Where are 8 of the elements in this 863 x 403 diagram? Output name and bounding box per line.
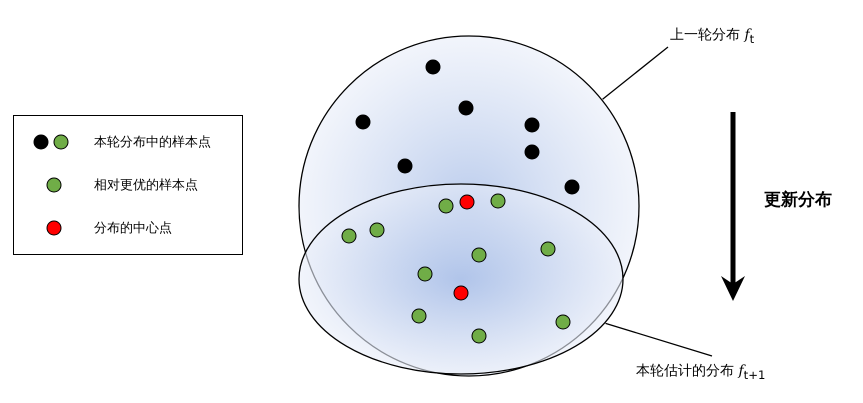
leader-line (602, 46, 668, 100)
leader-line (605, 322, 712, 357)
legend-text: 本轮分布中的样本点 (94, 134, 211, 151)
distribution-label: 上一轮分布 f$_{t}$ (670, 27, 754, 43)
legend-text: 相对更优的样本点 (94, 177, 198, 194)
distribution-label: 本轮估计的分布 f$_{t+1}$ (636, 363, 766, 379)
update-label: 更新分布 (764, 189, 832, 211)
legend-text: 分布的中心点 (94, 220, 172, 237)
